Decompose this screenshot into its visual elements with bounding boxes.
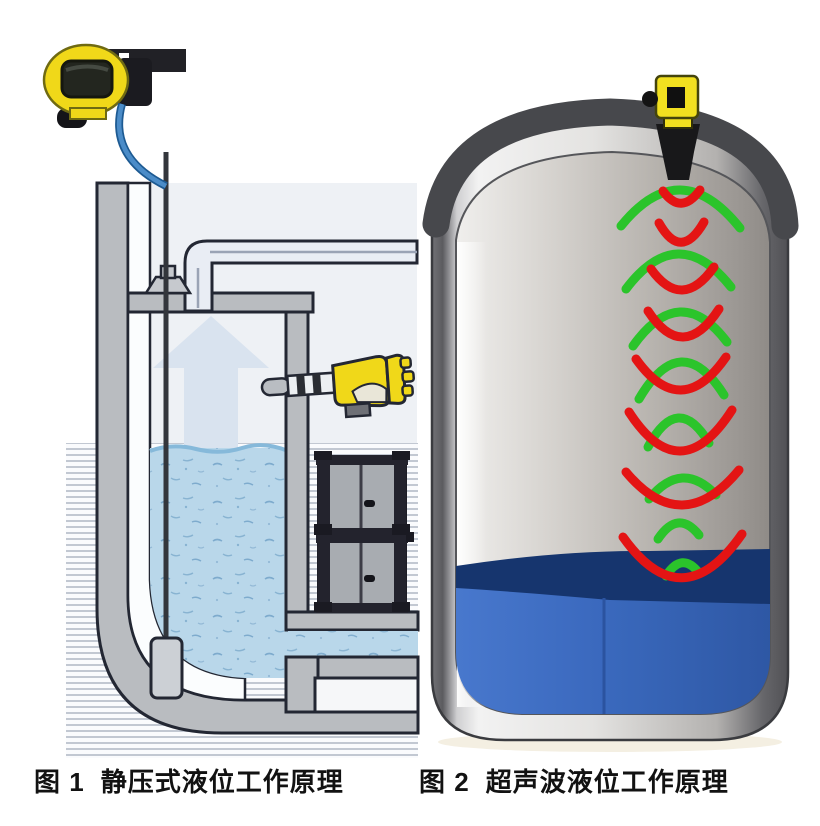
tank-rim xyxy=(422,98,799,240)
duct-left-wall xyxy=(284,655,320,714)
cabinet-platform xyxy=(284,610,420,632)
transmitter-display xyxy=(60,59,114,99)
duct xyxy=(313,676,420,714)
sensor-knuckle xyxy=(399,356,413,370)
signal-cable xyxy=(116,103,168,189)
liquid xyxy=(456,549,770,714)
figure2-diagram xyxy=(422,74,799,752)
ultrasonic-transmitter-icon xyxy=(642,74,700,180)
figure1-caption-title: 静压式液位工作原理 xyxy=(100,767,344,797)
inner-wall xyxy=(284,310,310,614)
display-glare xyxy=(65,64,109,72)
overflow-pipe xyxy=(183,239,419,313)
tank-shoulder xyxy=(126,291,315,314)
cabinet-handle-bottom xyxy=(364,575,375,582)
figure1-caption: 图 1 静压式液位工作原理 xyxy=(34,762,344,799)
cabinet-handle-top xyxy=(364,500,375,507)
up-arrow-icon xyxy=(153,316,269,450)
junction-cabinet xyxy=(314,451,414,613)
sensor-display xyxy=(667,87,685,108)
transmitter-chin xyxy=(69,107,107,120)
water-texture xyxy=(150,448,288,678)
figure2-caption-title: 超声波液位工作原理 xyxy=(485,767,729,797)
emitted-waves-green xyxy=(616,185,745,581)
waterline xyxy=(149,443,289,454)
liquid-front-left xyxy=(456,585,606,714)
sensor-probe-tip xyxy=(260,377,292,397)
liquid-front-right xyxy=(606,592,770,714)
sensor-thread xyxy=(285,371,336,398)
side-level-sensor-icon xyxy=(260,353,415,419)
figure1-caption-label: 图 1 xyxy=(34,767,85,797)
pipe-highlight xyxy=(196,250,417,308)
sensor-knuckle xyxy=(401,370,415,383)
knob-base xyxy=(644,94,654,104)
figure2-caption: 图 2 超声波液位工作原理 xyxy=(419,762,729,799)
reflected-waves-red xyxy=(618,185,747,583)
hydrostatic-transmitter-icon xyxy=(42,43,186,190)
bracket-hole xyxy=(119,53,129,61)
suspension-rod xyxy=(163,152,169,640)
water-channel-texture xyxy=(288,631,418,657)
sensor-knuckle xyxy=(401,384,414,397)
pressure-probe xyxy=(149,636,184,700)
sensor-body-shadow xyxy=(351,382,388,404)
transducer-horn xyxy=(656,124,700,180)
figure1-diagram xyxy=(42,43,420,758)
sensor-foot xyxy=(344,401,372,419)
figure2-caption-label: 图 2 xyxy=(419,767,470,797)
